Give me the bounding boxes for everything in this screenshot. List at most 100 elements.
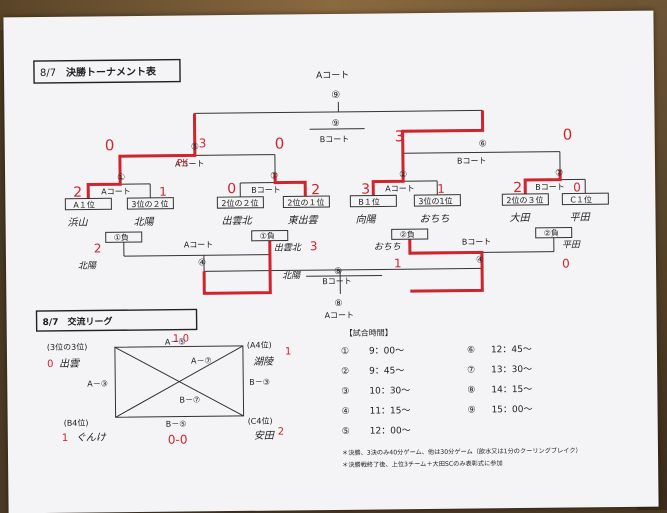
lower-team-3: おちち — [374, 241, 401, 252]
match-6: ⑥ — [479, 139, 487, 149]
league-m3: A－③ — [87, 379, 108, 388]
sched-time-9: 15：00～ — [492, 405, 533, 415]
team-box-4: 2位の１位 — [287, 197, 324, 207]
sched-time-1: 9：00～ — [369, 346, 404, 356]
match-9b: ⑨ — [332, 119, 340, 129]
league-bl-team: ぐんけ — [76, 431, 107, 443]
note-2: ＊決勝戦終了後、上位3チーム＋大田SCのみ表彰式に参加 — [342, 459, 503, 469]
score-pk: 3 — [199, 136, 207, 150]
sched-no-1: ① — [341, 347, 349, 357]
match-8b: ⑧ — [334, 299, 342, 309]
match-2a: ② — [399, 170, 407, 180]
score-8: 0 — [573, 180, 581, 194]
lower-score-4: 0 — [562, 257, 570, 271]
sched-no-5: ⑤ — [342, 427, 350, 437]
court-label-b-left: Bコート — [251, 186, 281, 195]
lower-team-1: 北陽 — [78, 260, 97, 271]
league-br-label: (C4位) — [248, 416, 273, 426]
team-box-7: 2位の３位 — [506, 195, 543, 205]
hw-team-3: 出雲北 — [222, 215, 253, 227]
team-box-8: C１位 — [570, 194, 592, 204]
score-12: 0 — [563, 125, 573, 143]
league-tl-team: 出雲 — [59, 358, 80, 370]
league-tr-team: 湖陵 — [253, 356, 274, 368]
league-title: 8/7 交流リーグ — [43, 315, 113, 328]
league-b7: B－⑦ — [179, 395, 200, 404]
hw-team-6: おちち — [420, 214, 450, 225]
team-box-6: 3位の1位 — [418, 196, 452, 206]
match-1a: ① — [117, 173, 125, 183]
court-label-b-lower: Bコート — [322, 277, 352, 286]
league-bl-label: (B4位) — [64, 418, 89, 428]
score-2: 1 — [159, 185, 167, 199]
sched-time-6: 12：45～ — [491, 345, 532, 355]
hw-team-7: 大田 — [509, 212, 530, 224]
sched-time-5: 12：00～ — [370, 426, 411, 436]
match-1b: ① — [270, 172, 278, 182]
hw-team-2: 北陽 — [134, 216, 155, 228]
court-label-b-mid-right: Bコート — [535, 183, 565, 192]
sched-no-4: ④ — [342, 407, 350, 417]
match-9: ⑨ — [331, 90, 340, 101]
score-5: 3 — [361, 182, 370, 198]
court-label-a-bottom: Aコート — [325, 311, 355, 320]
league-m5: A－⑤ — [165, 338, 186, 347]
lower-score-2: 3 — [310, 239, 318, 253]
score-6: 1 — [437, 182, 445, 196]
league-b5: B－⑤ — [166, 420, 187, 429]
loser-1b: ①負 — [260, 231, 275, 241]
court-label-a-top: Aコート — [316, 71, 349, 81]
header-title: 決勝トーナメント表 — [66, 65, 157, 79]
lower-team-5: 北陽 — [282, 270, 301, 281]
match-4b: ④ — [476, 255, 484, 265]
court-label-a-mid-left: Aコート — [101, 187, 131, 196]
sched-time-4: 11：15～ — [370, 406, 411, 416]
header-date: 8/7 — [40, 68, 56, 79]
hw-team-1: 浜山 — [68, 217, 89, 229]
court-label-a-right: Aコート — [385, 184, 415, 193]
sched-time-2: 9：45～ — [369, 366, 404, 376]
league-m3b: B－③ — [249, 378, 270, 387]
team-box-3: 2位の２位 — [221, 198, 258, 208]
sched-time-7: 13：30～ — [491, 365, 532, 375]
team-box-1: A１位 — [73, 199, 95, 209]
score-9: 0 — [105, 136, 115, 154]
court-label-b-lower-right: Bコート — [462, 237, 492, 246]
sched-no-7: ⑦ — [467, 365, 475, 375]
league-score-bl: 1 — [62, 433, 68, 444]
loser-2b: ②負 — [544, 228, 559, 238]
court-label-b-center: Bコート — [320, 135, 350, 144]
score-10: 0 — [275, 134, 285, 152]
league-tl-label: (3位の3位) — [47, 342, 88, 352]
sched-time-3: 10：30～ — [369, 386, 410, 396]
sched-no-6: ⑥ — [467, 345, 475, 355]
league-score-br: 2 — [278, 427, 284, 438]
loser-2a: ②負 — [400, 229, 415, 239]
score-7: 2 — [513, 180, 522, 196]
sheet-svg: 8/7 決勝トーナメント表 Aコート ⑨ — [3, 11, 658, 513]
schedule-title: 【試合時間】 — [345, 327, 393, 338]
sched-no-3: ③ — [341, 387, 349, 397]
sched-no-8: ⑧ — [467, 385, 475, 395]
league-tr-label: (A4位) — [247, 340, 272, 350]
lower-team-2: 出雲北 — [274, 242, 302, 253]
league-score-tr: 1 — [285, 346, 291, 357]
score-1: 2 — [73, 185, 82, 201]
match-4a: ④ — [198, 258, 206, 268]
score-11: 3 — [395, 127, 405, 145]
sched-no-9: ⑨ — [468, 405, 476, 415]
match-8: ⑧ — [334, 267, 342, 277]
lower-score-1: 2 — [94, 241, 102, 255]
hw-team-5: 向陽 — [355, 214, 376, 226]
score-3: 0 — [227, 181, 236, 197]
league-diag-2 — [115, 346, 244, 417]
tournament-sheet: 8/7 決勝トーナメント表 Aコート ⑨ — [3, 11, 658, 513]
team-box-2: 3位の２位 — [131, 199, 168, 209]
league-score-tl: 0 — [47, 359, 53, 370]
league-br-team: 安田 — [254, 430, 275, 442]
loser-1a: ①負 — [114, 232, 129, 242]
hw-team-4: 東出雲 — [287, 214, 318, 226]
sched-no-2: ② — [341, 367, 349, 377]
lower-team-4: 平田 — [562, 240, 581, 250]
court-label-b-right: Bコート — [457, 156, 487, 165]
